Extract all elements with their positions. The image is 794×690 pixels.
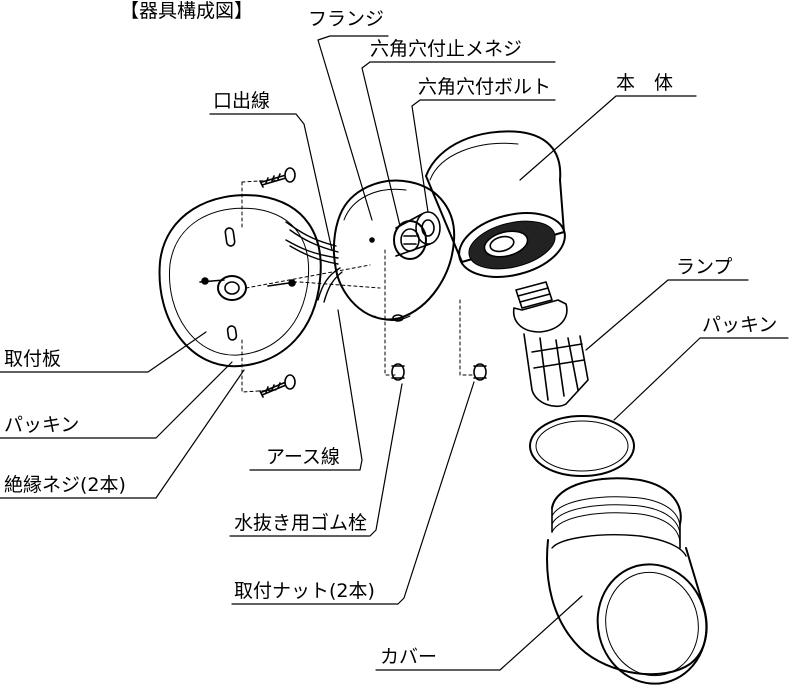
label-mounting-nut: 取付ナット(2本) [234,580,375,602]
label-insulating-screw: 絶縁ネジ(2本) [4,474,126,496]
label-lamp: ランプ [676,256,733,278]
lamp-part [512,281,589,408]
drain-plug-part [391,363,405,381]
leader-lines [0,35,789,671]
label-hex-bolt: 六角穴付ボルト [418,76,552,98]
label-body: 本 体 [616,72,674,94]
label-hex-set-screw: 六角穴付止メネジ [370,38,523,60]
packing-ring-part [529,415,635,477]
insulating-screw-bottom [259,374,296,398]
label-cover: カバー [380,646,438,668]
label-drain-plug: 水抜き用ゴム栓 [234,512,368,534]
mounting-plate-part [158,194,322,368]
label-mounting-plate: 取付板 [4,348,62,370]
label-flange: フランジ [308,8,385,30]
label-earth-wire: アース線 [266,446,340,468]
diagram-title: 【器具構成図】 [120,0,254,22]
label-packing-left: パッキン [4,414,80,436]
body-part [425,130,566,278]
mounting-nut-part [473,363,487,381]
insulating-screw-top [259,167,296,188]
flange-part [332,179,456,322]
label-lead-wire: 口出線 [213,90,271,112]
cover-part [546,477,708,685]
alignment-lines [241,179,473,393]
label-packing-right: パッキン [702,314,778,336]
